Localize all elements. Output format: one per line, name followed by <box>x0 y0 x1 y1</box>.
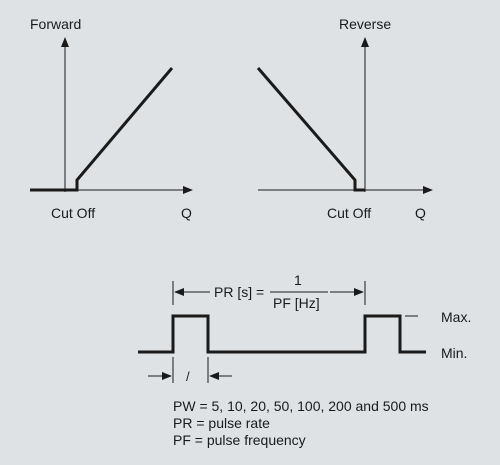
reverse-graph <box>256 37 433 194</box>
pr-numerator: 1 <box>294 272 302 288</box>
forward-curve <box>30 67 174 192</box>
forward-graph <box>30 37 193 194</box>
pulse-waveform <box>138 314 426 354</box>
reverse-q-label: Q <box>415 205 426 221</box>
min-label: Min. <box>441 345 468 361</box>
legend-pr: PR = pulse rate <box>173 415 270 431</box>
pr-formula-left: PR [s] = <box>214 284 265 300</box>
pulse-diagram <box>138 281 426 383</box>
reverse-title: Reverse <box>339 16 392 32</box>
reverse-cutoff-label: Cut Off <box>327 205 372 221</box>
forward-title: Forward <box>30 16 82 32</box>
legend-pf: PF = pulse frequency <box>173 432 306 448</box>
max-label: Max. <box>441 309 472 325</box>
legend-pw: PW = 5, 10, 20, 50, 100, 200 and 500 ms <box>173 398 429 414</box>
forward-cutoff-label: Cut Off <box>51 205 96 221</box>
legend: PW = 5, 10, 20, 50, 100, 200 and 500 ms … <box>173 398 429 449</box>
pw-marker: / <box>186 369 190 384</box>
pr-denominator: PF [Hz] <box>273 295 320 311</box>
forward-q-label: Q <box>181 205 192 221</box>
reverse-curve <box>256 67 365 192</box>
